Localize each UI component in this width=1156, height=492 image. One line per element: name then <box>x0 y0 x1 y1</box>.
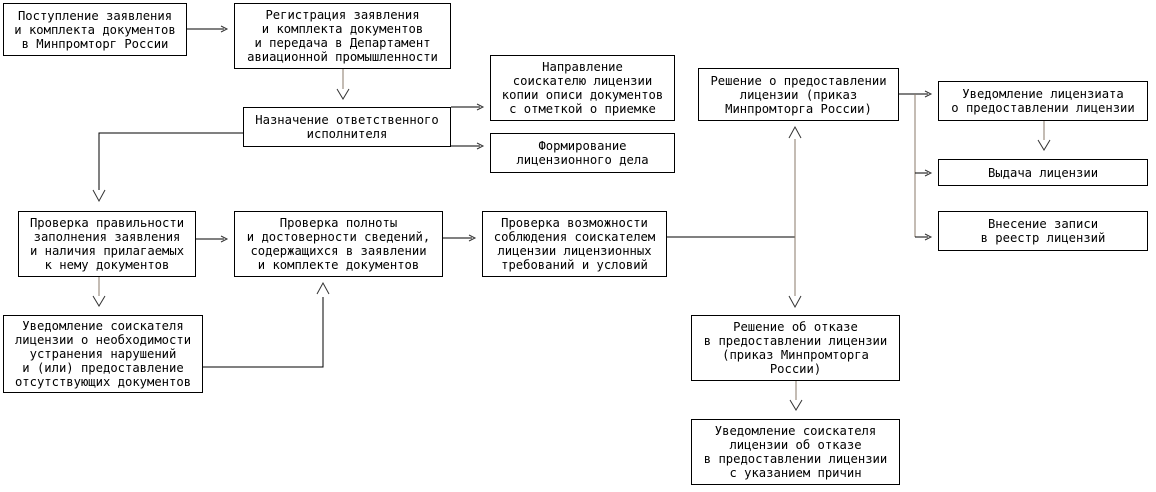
node-check-correctness: Проверка правильности заполнения заявлен… <box>18 211 196 277</box>
node-notify-refusal: Уведомление соискателя лицензии об отказ… <box>691 419 900 485</box>
arrowhead-right <box>220 235 229 243</box>
edge-deficiencies-completeness <box>203 297 324 368</box>
arrowhead-down <box>92 189 106 203</box>
arrowhead-down <box>789 399 803 411</box>
node-refusal-decision: Решение об отказе в предоставлении лицен… <box>691 315 900 381</box>
arrowhead-right <box>924 90 933 98</box>
arrowhead-down <box>92 295 106 307</box>
arrowhead-up <box>316 281 330 295</box>
arrowhead-right <box>924 233 933 241</box>
node-receipt: Поступление заявления и комплекта докуме… <box>3 3 187 56</box>
edge-assign-correctness <box>98 132 243 190</box>
arrowhead-up <box>788 125 802 139</box>
node-registration: Регистрация заявления и комплекта докуме… <box>234 3 451 69</box>
arrowhead-down <box>1037 139 1051 151</box>
node-form-case: Формирование лицензионного дела <box>490 133 675 173</box>
arrowhead-down <box>336 88 350 100</box>
arrowhead-right <box>476 103 485 111</box>
arrowhead-right <box>468 234 477 242</box>
node-grant-decision: Решение о предоставлении лицензии (прика… <box>698 68 899 121</box>
arrowhead-right <box>924 169 933 177</box>
node-registry-entry: Внесение записи в реестр лицензий <box>938 211 1148 251</box>
node-notify-deficiencies: Уведомление соискателя лицензии о необхо… <box>3 315 203 393</box>
node-check-completeness: Проверка полноты и достоверности сведени… <box>234 211 443 277</box>
node-notify-grant: Уведомление лицензиата о предоставлении … <box>938 81 1148 121</box>
arrowhead-right <box>220 25 229 33</box>
arrowhead-down <box>788 295 802 309</box>
arrowhead-right <box>476 142 485 150</box>
node-assign-executor: Назначение ответственного исполнителя <box>243 107 451 147</box>
node-issue-license: Выдача лицензии <box>938 159 1148 186</box>
node-check-compliance: Проверка возможности соблюдения соискате… <box>482 211 667 277</box>
node-copy-inventory: Направление соискателю лицензии копии оп… <box>490 55 675 121</box>
